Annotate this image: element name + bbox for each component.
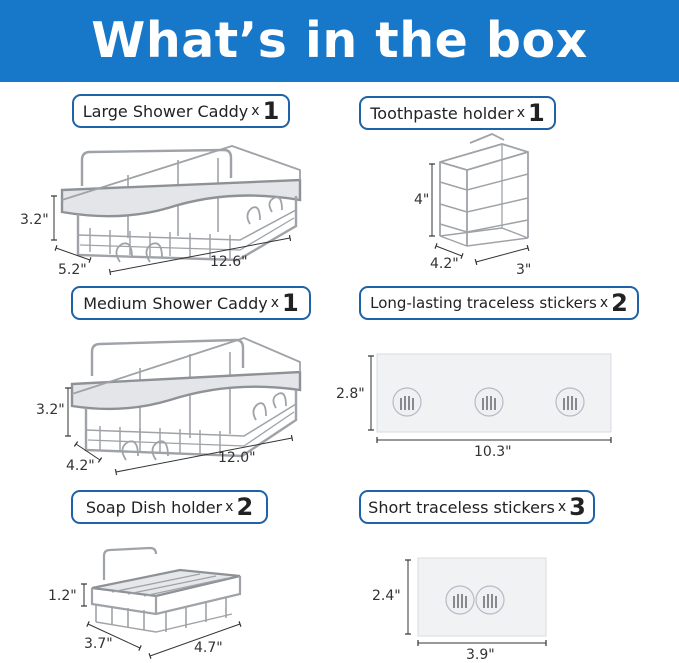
quantity-x: x <box>516 105 526 121</box>
hook-icon <box>555 387 585 417</box>
short-sticker-height: 2.4" <box>372 588 401 604</box>
item-name: Medium Shower Caddy <box>83 293 268 313</box>
label-long-stickers: Long-lasting traceless stickers x 2 <box>359 286 639 320</box>
medium-caddy-height: 3.2" <box>36 402 65 418</box>
quantity-value: 2 <box>236 493 254 521</box>
toothpaste-depth: 4.2" <box>430 256 459 272</box>
label-soap-dish-holder: Soap Dish holder x 2 <box>71 490 268 524</box>
item-name: Short traceless stickers <box>368 497 555 517</box>
long-sticker-height: 2.8" <box>336 386 365 402</box>
large-caddy-depth: 5.2" <box>58 262 87 278</box>
long-sticker-image <box>376 353 612 433</box>
soap-dish-width: 4.7" <box>194 640 223 656</box>
quantity-value: 1 <box>282 289 299 317</box>
item-name: Large Shower Caddy <box>82 101 249 121</box>
quantity-value: 3 <box>569 493 586 521</box>
hook-icon <box>445 585 475 615</box>
soap-dish-dimension-lines <box>81 583 242 660</box>
large-caddy-height: 3.2" <box>20 212 49 228</box>
soap-dish-image <box>90 546 242 633</box>
toothpaste-dimension-lines <box>429 163 530 266</box>
large-caddy-width: 12.6" <box>210 254 248 270</box>
large-caddy-dimension-lines <box>51 195 292 276</box>
item-name: Soap Dish holder <box>85 497 223 517</box>
short-sticker-dimension-lines <box>405 559 547 646</box>
label-medium-shower-caddy: Medium Shower Caddy x 1 <box>71 286 311 320</box>
short-sticker-width: 3.9" <box>466 647 495 663</box>
item-name: Long-lasting traceless stickers <box>370 294 597 312</box>
short-sticker-image <box>417 557 547 637</box>
quantity-value: 1 <box>262 97 280 125</box>
quantity-x: x <box>251 103 260 119</box>
hook-icon <box>475 585 505 615</box>
label-large-shower-caddy: Large Shower Caddy x 1 <box>72 94 290 128</box>
soap-dish-depth: 3.7" <box>84 636 113 652</box>
hook-icon <box>392 387 422 417</box>
page-title: What’s in the box <box>91 12 588 69</box>
quantity-x: x <box>557 499 567 515</box>
hook-icon <box>474 387 504 417</box>
medium-caddy-depth: 4.2" <box>66 458 95 474</box>
medium-shower-caddy-image <box>70 337 302 461</box>
toothpaste-width: 3" <box>516 262 532 278</box>
quantity-x: x <box>225 499 234 515</box>
quantity-x: x <box>599 295 609 311</box>
quantity-value: 2 <box>611 289 628 317</box>
header-banner: What’s in the box <box>0 0 679 82</box>
label-toothpaste-holder: Toothpaste holder x 1 <box>359 96 556 130</box>
quantity-value: 1 <box>528 99 545 127</box>
toothpaste-height: 4" <box>414 192 430 208</box>
long-sticker-dimension-lines <box>368 355 612 443</box>
item-name: Toothpaste holder <box>370 103 514 123</box>
quantity-x: x <box>270 295 280 311</box>
long-sticker-width: 10.3" <box>474 444 512 460</box>
soap-dish-height: 1.2" <box>48 588 77 604</box>
toothpaste-holder-image <box>439 133 529 247</box>
label-short-stickers: Short traceless stickers x 3 <box>359 490 595 524</box>
medium-caddy-dimension-lines <box>65 387 294 476</box>
large-shower-caddy-image <box>60 145 302 263</box>
medium-caddy-width: 12.0" <box>218 450 256 466</box>
